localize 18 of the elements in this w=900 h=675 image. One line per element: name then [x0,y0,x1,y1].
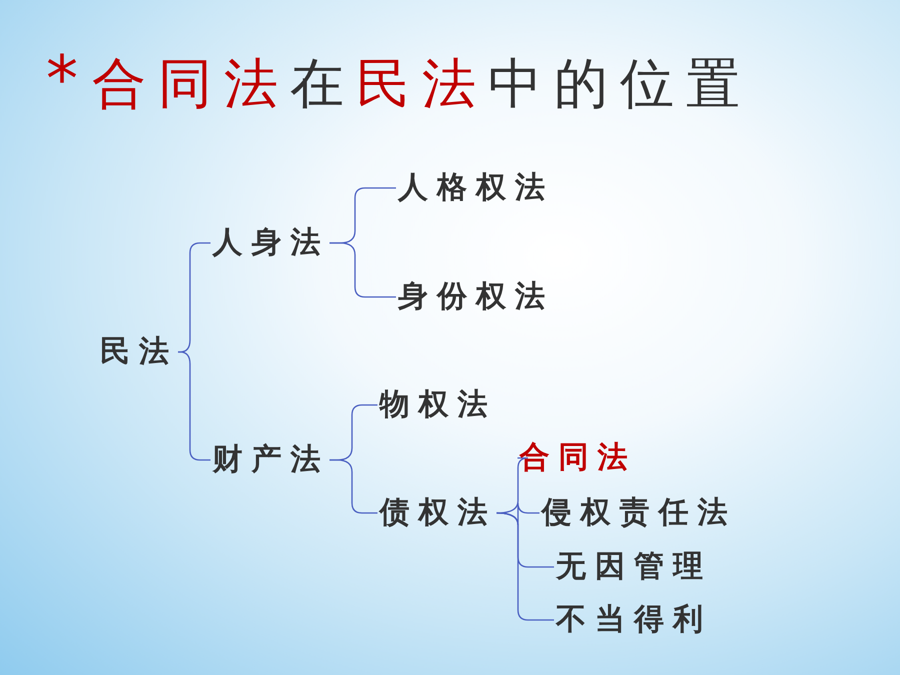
bullet-mark: * [46,48,78,112]
category-label: 人格权法 [396,168,554,208]
category-label: 人身法 [210,223,330,263]
category-label: 民法 [98,332,178,372]
category-label: 债权法 [378,493,496,533]
bracket-line [178,242,210,353]
category-label: 侵权责任法 [540,493,736,533]
category-label: 财产法 [210,440,330,480]
category-label: 无因管理 [554,547,712,587]
bracket-line [178,351,210,461]
category-label: 物权法 [378,385,496,425]
category-label: 合同法 [518,438,636,478]
bracket-line [330,242,396,298]
category-label: 身份权法 [396,277,554,317]
category-label: 不当得利 [554,600,712,640]
bracket-line [496,512,554,621]
slide-title: 合同法在民法中的位置 [92,52,752,116]
bracket-line [330,459,378,514]
